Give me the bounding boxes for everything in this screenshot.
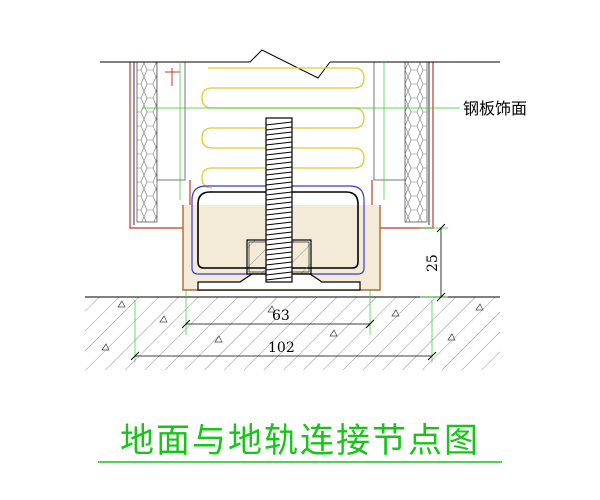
steel-facing-right — [371, 62, 434, 229]
steel-facing-callout: 钢板饰面 — [142, 99, 527, 118]
rail-bracket — [191, 185, 365, 275]
threaded-bolt — [265, 117, 293, 283]
bolt-thread — [265, 226, 293, 231]
dimension-inner-width: 63 — [181, 308, 375, 329]
bolt-thread — [265, 171, 293, 176]
bolt-thread — [265, 271, 293, 276]
bolt-thread — [265, 181, 293, 186]
bolt-thread — [265, 161, 293, 166]
bolt-thread — [265, 151, 293, 156]
drawing-title-text: 地面与地轨连接节点图 — [120, 421, 480, 461]
break-line — [100, 49, 500, 79]
bolt-thread — [265, 211, 293, 216]
bolt-thread — [265, 166, 293, 171]
bolt-thread — [265, 196, 293, 201]
bolt-thread — [265, 186, 293, 191]
drawing-title: 地面与地轨连接节点图 — [98, 421, 502, 463]
bolt-thread — [265, 156, 293, 161]
bolt-thread — [265, 256, 293, 261]
floor-slab — [85, 296, 500, 370]
bolt-thread — [265, 201, 293, 206]
right-wall-panel — [371, 61, 434, 229]
bolt-thread — [265, 206, 293, 211]
bolt-thread — [265, 131, 293, 136]
bolt-thread — [265, 266, 293, 271]
aggregate-marks — [101, 300, 484, 351]
dim-height-label: 25 — [425, 254, 441, 272]
bolt-thread — [265, 251, 293, 256]
dim-inner-width-label: 63 — [272, 308, 290, 324]
dimension-outer-width: 102 — [130, 340, 437, 361]
guide-lines — [134, 62, 448, 362]
bolt-thread — [265, 136, 293, 141]
bolt-thread — [265, 146, 293, 151]
bolt-thread — [265, 121, 293, 126]
bolt-thread — [265, 231, 293, 236]
bolt-thread — [265, 126, 293, 131]
bolt-thread — [265, 236, 293, 241]
dim-outer-width-label: 102 — [268, 340, 295, 356]
bolt-thread — [265, 276, 293, 281]
bolt-thread — [265, 246, 293, 251]
callout-label: 钢板饰面 — [463, 99, 527, 118]
bolt-thread — [265, 221, 293, 226]
bolt-thread — [265, 241, 293, 246]
bolt-thread — [265, 141, 293, 146]
left-wall-panel — [129, 61, 191, 229]
steel-facing-left — [129, 62, 191, 229]
insulation-infill — [201, 67, 365, 189]
bolt-thread — [265, 216, 293, 221]
bolt-thread — [265, 176, 293, 181]
dimension-height: 25 — [425, 223, 446, 302]
bolt-thread — [265, 261, 293, 266]
bolt-thread — [265, 191, 293, 196]
